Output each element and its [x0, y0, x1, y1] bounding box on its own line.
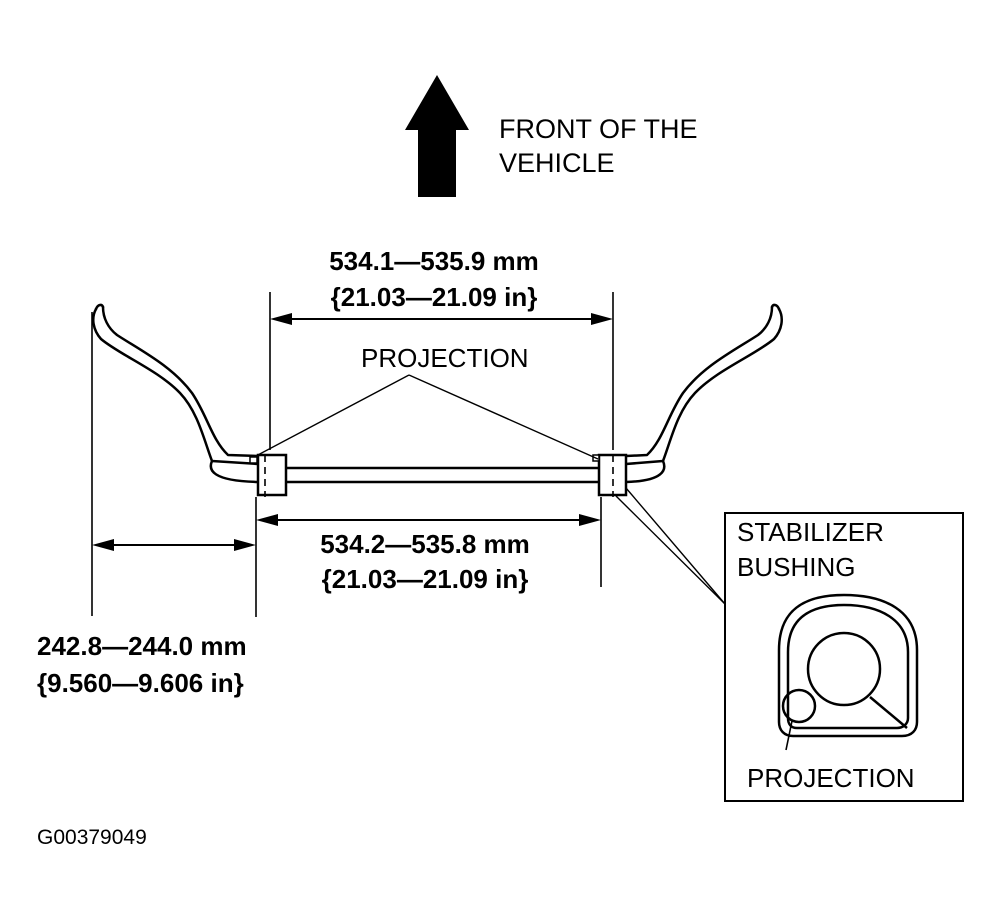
- left-bushing-projection-tab: [249, 456, 258, 464]
- front-label-line1: FRONT OF THE: [499, 114, 698, 144]
- bushing-bore: [806, 631, 882, 707]
- dimension-arrow-left: [92, 539, 256, 551]
- dim-top-imperial: {21.03—21.09 in}: [331, 282, 538, 312]
- bushing-projection-dot: [781, 688, 817, 724]
- dim-left-metric: 242.8—244.0 mm: [37, 631, 247, 661]
- front-label-line2: VEHICLE: [499, 148, 615, 178]
- front-arrow: [405, 75, 469, 197]
- inset-projection-label: PROJECTION: [747, 763, 915, 793]
- inset-leader-lines: [615, 487, 726, 605]
- stabilizer-bar: [92, 303, 783, 484]
- dimension-arrow-middle: [256, 514, 601, 526]
- dim-middle-metric: 534.2—535.8 mm: [320, 529, 530, 559]
- projection-top-label: PROJECTION: [361, 343, 529, 373]
- left-bushing: [249, 453, 288, 497]
- dim-top-metric: 534.1—535.9 mm: [329, 246, 539, 276]
- inset-box: [724, 512, 964, 802]
- bushing-inner-outline: [786, 603, 910, 730]
- inset-title-line2: BUSHING: [737, 552, 855, 582]
- projection-leader-lines: [253, 374, 599, 460]
- bushing-outer-outline: [777, 593, 919, 738]
- dim-middle-imperial: {21.03—21.09 in}: [322, 564, 529, 594]
- extension-lines: [91, 292, 614, 617]
- dim-left-imperial: {9.560—9.606 in}: [37, 668, 244, 698]
- inset-title-line1: STABILIZER: [737, 517, 884, 547]
- figure-id: G00379049: [37, 826, 147, 849]
- bushing-detail: [777, 593, 919, 751]
- right-bushing: [592, 453, 628, 497]
- dimension-arrow-top: [270, 313, 613, 325]
